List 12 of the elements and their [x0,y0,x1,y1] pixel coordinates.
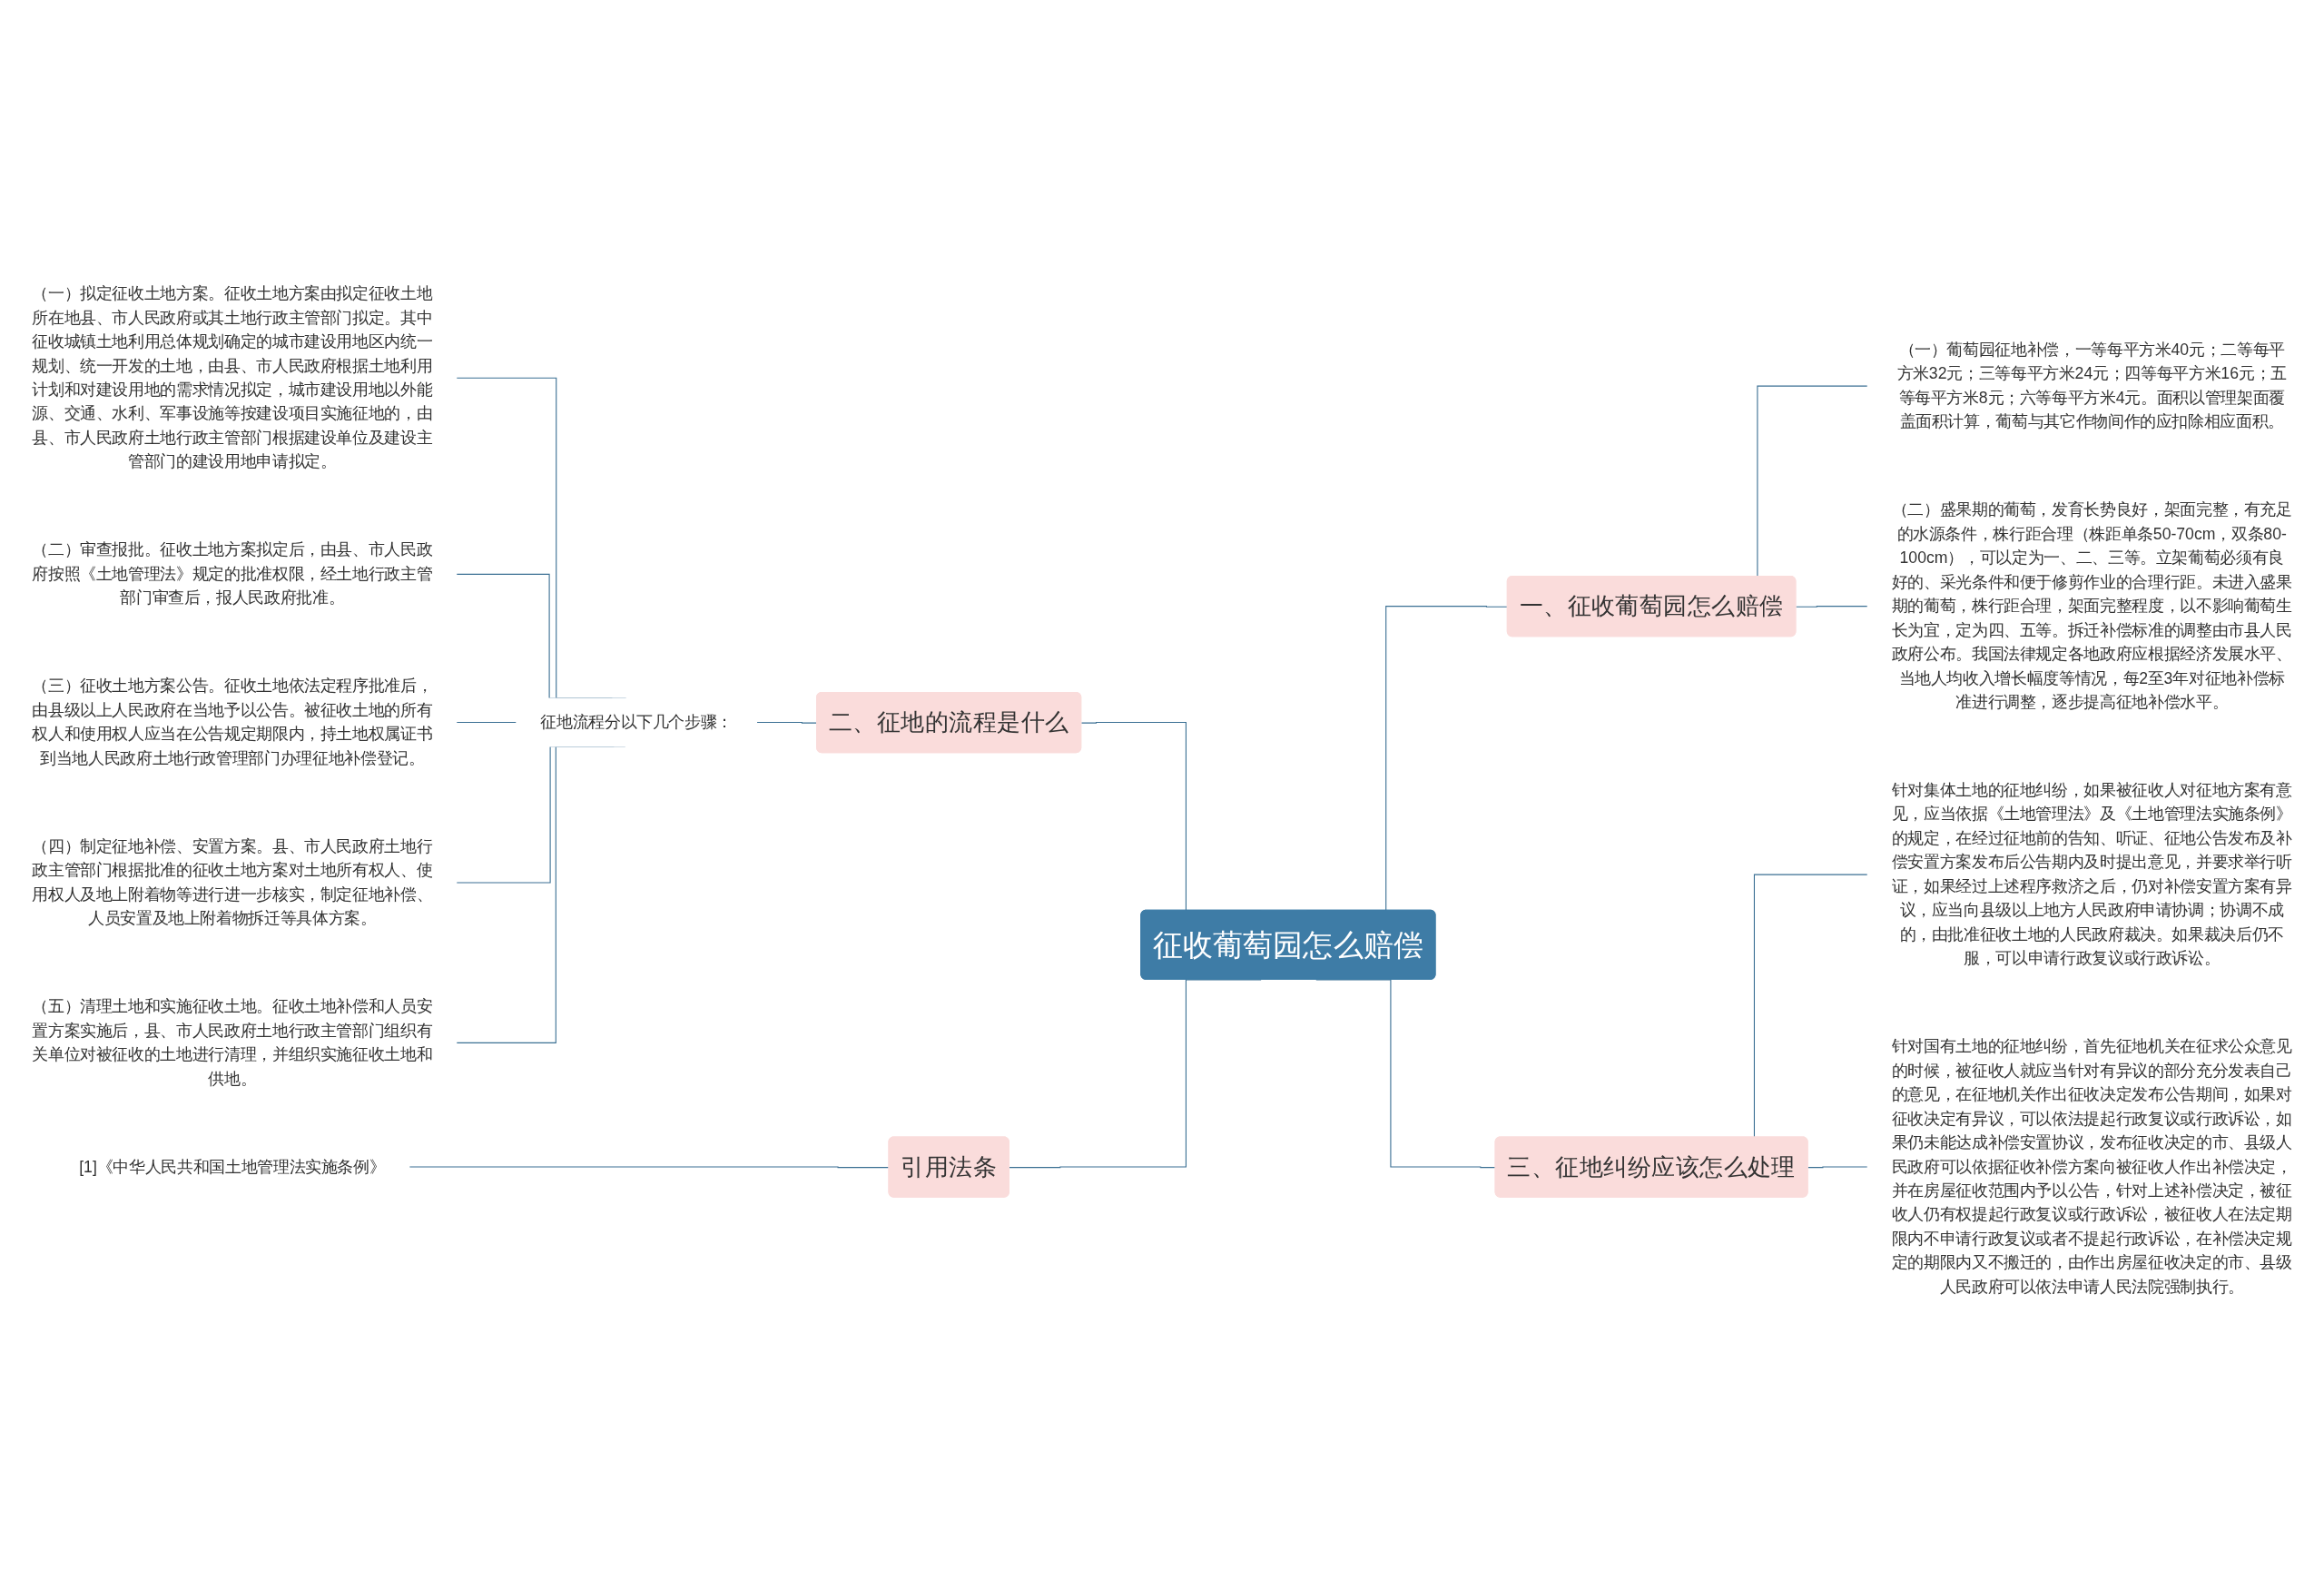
node-text: （二）审查报批。征收土地方案拟定后，由县、市人民政府按照《土地管理法》规定的批准权限，经土地行政主管部门审查后，报人民政府批准。 [32,540,433,607]
node-text: （二）盛果期的葡萄，发育长势良好，架面完整，有充足的水源条件，株行距合理（株距单条50-70cm，双条80-100cm），可以定为一、二、三等。立架葡萄必须有良好的、采光条件和便于修剪作业的合理行距。未进入盛果期的葡萄，株行距合理，架面完整程度，以不影响葡萄生长为宜，定为四、五等。拆迁补偿标准的调整由市县人民政府公布。我国法律规定各地政府应根据经济发展水平、当地人均收入增长幅度等情况，每2至3年对征地补偿标准进行调整，逐步提高征地补偿水平。 [1891,500,2292,711]
connector [1807,1166,1868,1169]
connector [1795,606,1868,608]
node-text: （一）拟定征收土地方案。征收土地方案由拟定征收土地所在地县、市人民政府或其土地行政主管部门拟定。其中征收城镇土地利用总体规划确定的城市建设用地区内统一规划、统一开发的土地，由县、市人民政府根据土地利用计划和对建设用地的需求情况拟定，城市建设用地以外能源、交通、水利、军事设施等按建设项目实施征地的，由县、市人民政府土地行政主管部门根据建设单位及建设主管部门的建设用地申请拟定。 [32,284,433,470]
node-text: （五）清理土地和实施征收土地。征收土地补偿和人员安置方案实施后，县、市人民政府土地行政主管部门组织有关单位对被征收的土地进行清理，并组织实施征收土地和供地。 [32,997,433,1087]
node-text: 针对集体土地的征地纠纷，如果被征收人对征地方案有意见，应当依据《土地管理法》及《土地管理法实施条例》的规定，在经过征地前的告知、听证、征地公告发布及补偿安置方案发布后公告期内及时提出意见，并要求举行听证，如果经过上述程序救济之后，仍对补偿安置方案有异议，应当向县级以上地方人民政府申请协调；协调不成的，由批准征收土地的人民政府裁决。如果裁决后仍不服，可以申请行政复议或行政诉讼。 [1891,781,2292,967]
node-text: （一）葡萄园征地补偿，一等每平方米40元；二等每平方米32元；三等每平方米24元；四等每平方米16元；五等每平方米8元；六等每平方米4元。面积以管理架面覆盖面积计算，葡萄与其它作物间作的应扣除相应面积。 [1896,341,2287,430]
node-text: [1]《中华人民共和国土地管理法实施条例》 [79,1158,386,1175]
node-text: 针对国有土地的征地纠纷，首先征地机关在征求公众意见的时候，被征收人就应当针对有异议的部分充分发表自己的意见，在征地机关作出征收决定发布公告期间，如果对征收决定有异议，可以依法提起行政复议或行政诉讼，如果仍未能达成补偿安置协议，发布征收决定的市、县级人民政府可以依据征收补偿方案向被征收人作出补偿决定，并在房屋征收范围内予以公告，针对上述补偿决定，被征收人仍有权提起行政复议或行政诉讼，被征收人在法定期限内不申请行政复议或者不提起行政诉讼，在补偿决定规定的期限内又不搬迁的，由作出房屋征收决定的市、县级人民政府可以依法申请人民法院强制执行。 [1891,1037,2292,1296]
node-text: （三）征收土地方案公告。征收土地依法定程序批准后，由县级以上人民政府在当地予以公告。被征收土地的所有权人和使用权人应当在公告规定期限内，持土地权属证书到当地人民政府土地行政管理部门办理征地补偿登记。 [32,677,433,767]
node-text: （四）制定征地补偿、安置方案。县、市人民政府土地行政主管部门根据批准的征收土地方案对土地所有权人、使用权人及地上附着物等进行进一步核实，制定征地补偿、人员安置及地上附着物拆迁等具体方案。 [32,837,433,927]
